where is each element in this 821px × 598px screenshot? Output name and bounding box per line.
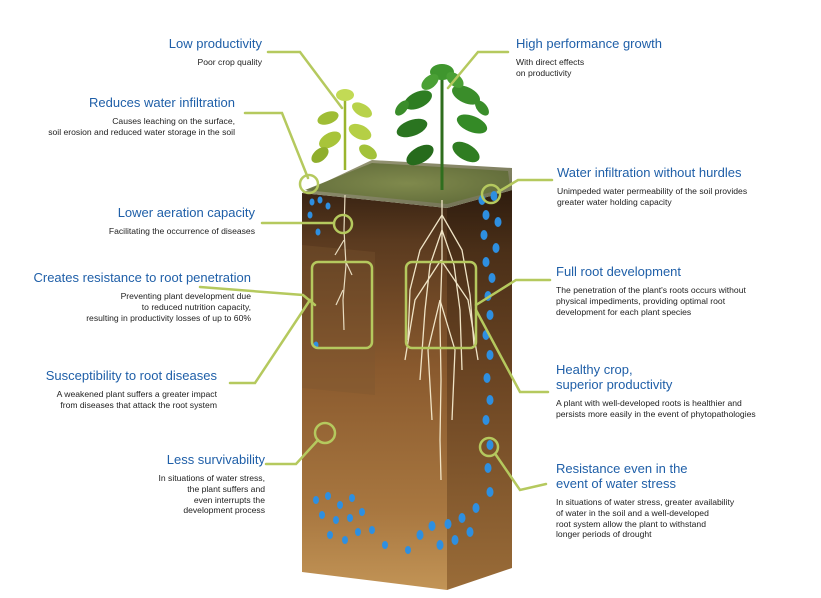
callout-desc: With direct effects on productivity: [516, 57, 585, 78]
callout-root-diseases: Susceptibility to root diseases A weaken…: [46, 368, 217, 411]
water-drops-right: [416, 191, 502, 550]
highlight-markers: [298, 173, 502, 458]
soil-side-face: [447, 190, 512, 590]
callout-title: High performance growth: [516, 36, 662, 51]
callout-lower-aeration-capacity: Lower aeration capacity Facilitating the…: [109, 205, 255, 237]
callout-title: Less survivability: [166, 452, 265, 467]
callout-desc: Preventing plant development due to redu…: [86, 291, 251, 323]
callout-water-infiltration-without-hurdles: Water infiltration without hurdles Unimp…: [557, 165, 747, 208]
callout-low-productivity: Low productivity Poor crop quality: [169, 36, 262, 68]
grass-surface: [305, 163, 510, 204]
callout-resistance-water-stress: Resistance even in the event of water st…: [556, 461, 734, 540]
callout-title: Susceptibility to root diseases: [45, 368, 217, 383]
callout-root-penetration-resistance: Creates resistance to root penetration P…: [33, 270, 251, 323]
callout-healthy-crop: Healthy crop, superior productivity A pl…: [556, 362, 756, 420]
callout-full-root-development: Full root development The penetration of…: [556, 264, 746, 317]
soil-front-face: [302, 193, 447, 590]
callout-desc: In situations of water stress, the plant…: [158, 473, 265, 516]
callout-desc: The penetration of the plant's roots occ…: [556, 285, 746, 317]
callout-title: Healthy crop, superior productivity: [556, 362, 673, 392]
callout-less-survivability: Less survivability In situations of wate…: [158, 452, 265, 516]
callout-reduces-water-infiltration: Reduces water infiltration Causes leachi…: [48, 95, 235, 138]
callout-desc: Unimpeded water permeability of the soil…: [557, 186, 748, 207]
callout-title: Low productivity: [168, 36, 262, 51]
compacted-layer: [302, 245, 375, 395]
leader-lines: [198, 50, 554, 492]
weak-plant: [311, 89, 377, 170]
callout-desc: Poor crop quality: [197, 57, 263, 67]
callout-desc: A plant with well-developed roots is hea…: [556, 398, 756, 419]
weak-root: [334, 194, 353, 331]
healthy-root: [404, 200, 479, 481]
callout-desc: In situations of water stress, greater a…: [556, 497, 735, 540]
callout-desc: A weakened plant suffers a greater impac…: [56, 389, 217, 410]
callout-title: Full root development: [556, 264, 682, 279]
callout-title: Creates resistance to root penetration: [33, 270, 251, 285]
callout-title: Reduces water infiltration: [89, 95, 235, 110]
callout-desc: Causes leaching on the surface, soil ero…: [48, 116, 235, 137]
callout-title: Water infiltration without hurdles: [557, 165, 742, 180]
callout-high-performance-growth: High performance growth With direct effe…: [516, 36, 662, 79]
callout-title: Resistance even in the event of water st…: [556, 461, 688, 491]
callout-desc: Facilitating the occurrence of diseases: [108, 226, 255, 236]
callout-title: Lower aeration capacity: [117, 205, 255, 220]
healthy-plant: [395, 64, 489, 190]
